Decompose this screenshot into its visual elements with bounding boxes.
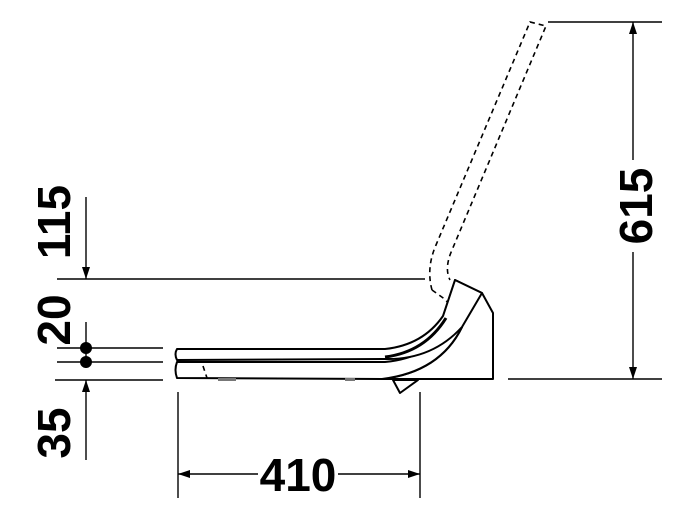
dimension-dot [80,342,92,354]
bottom-dimension: 410 [177,392,421,501]
dim-35: 35 [28,407,80,458]
open-lid-outline [428,21,548,329]
dim-615: 615 [610,168,662,245]
dimension-dot [80,356,92,368]
left-dimensions: 115 20 35 [28,185,425,460]
dim-115: 115 [28,185,80,259]
dim-20: 20 [28,294,80,345]
seat-body [174,279,494,394]
right-dimension: 615 [508,21,662,380]
dim-410: 410 [260,449,337,501]
